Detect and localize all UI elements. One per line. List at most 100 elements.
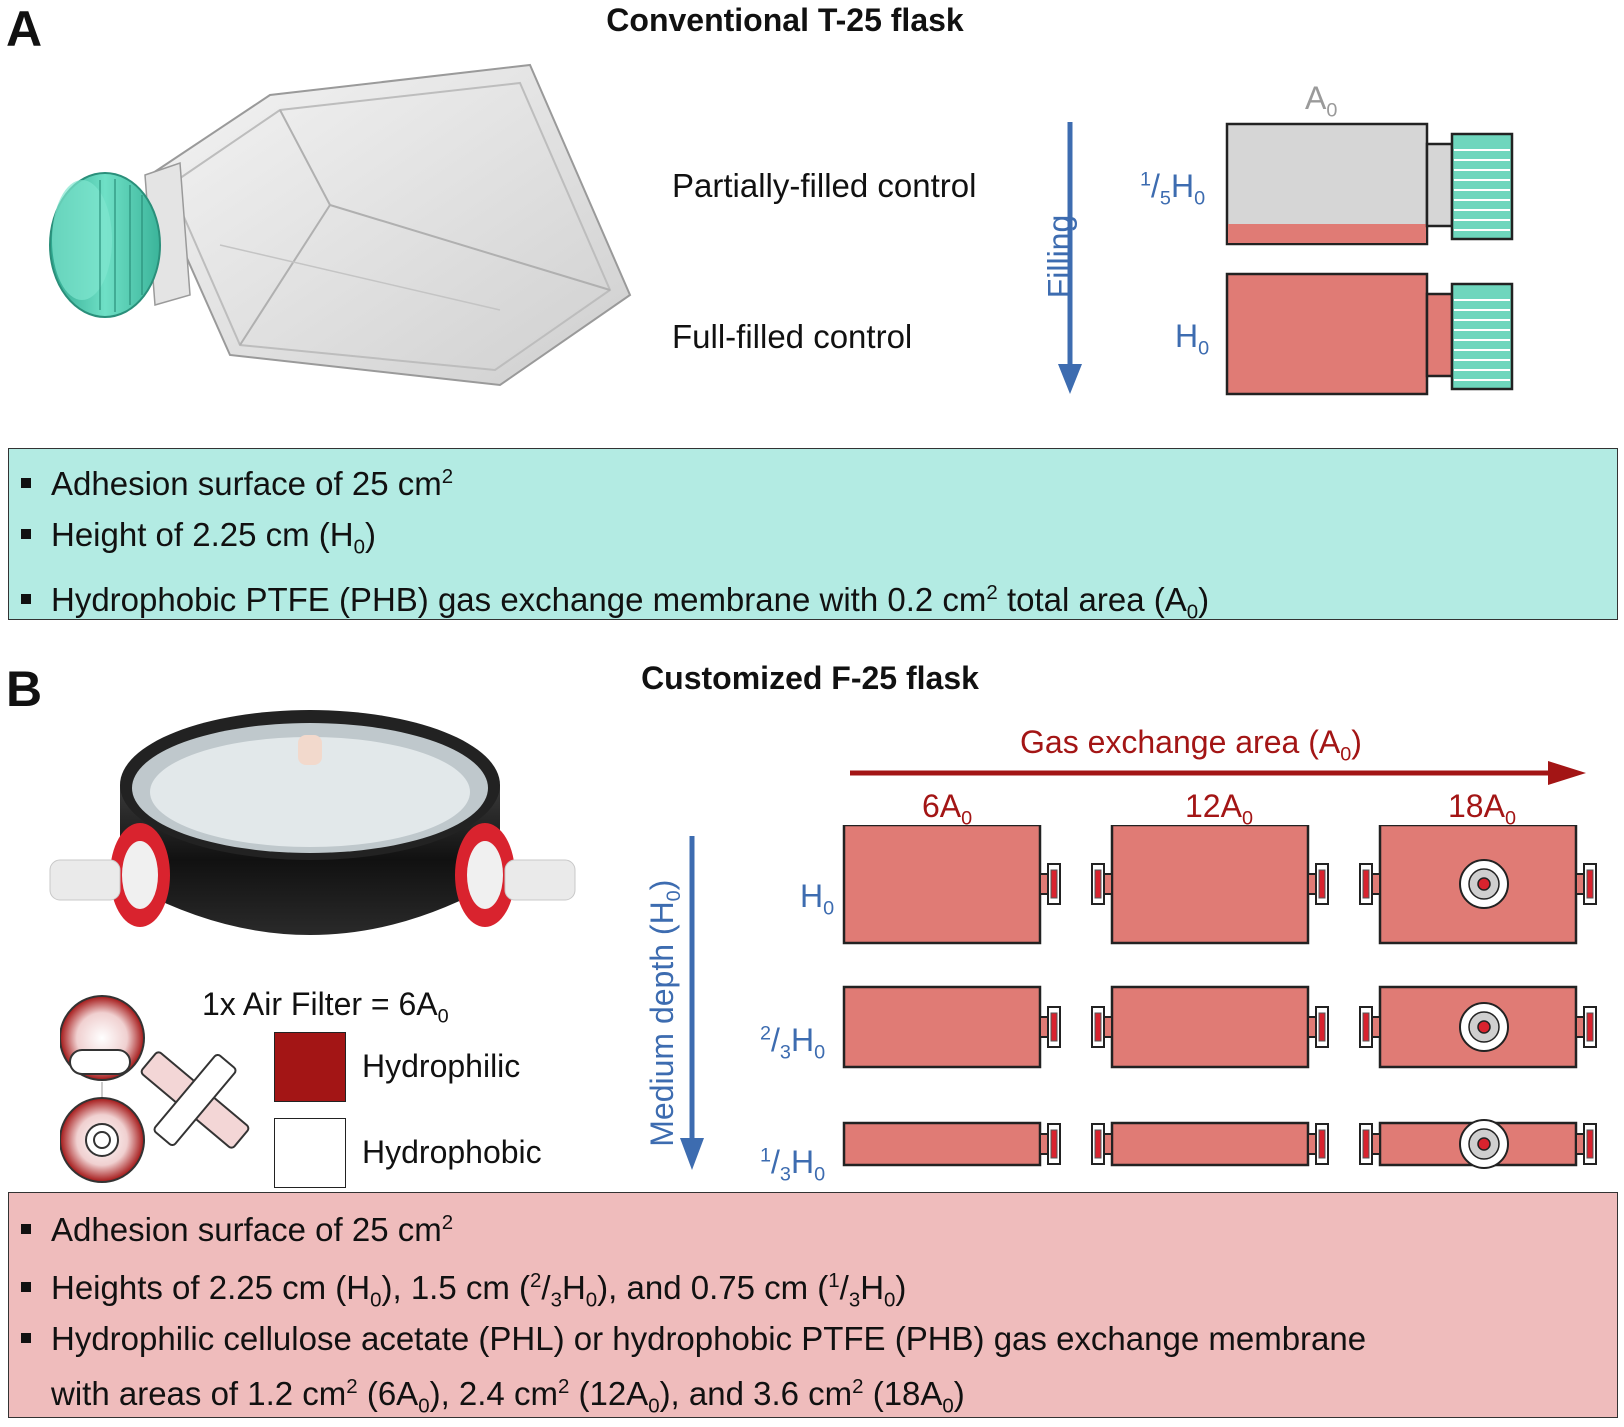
info-b-text: (12A: [569, 1375, 649, 1412]
info-b-text: (6A: [357, 1375, 419, 1412]
medium-depth-text: Medium depth (H: [643, 901, 680, 1147]
info-b-text: /: [839, 1269, 849, 1306]
info-b-text: Adhesion surface of 25 cm: [51, 1211, 442, 1248]
partial-height-base: H: [1170, 168, 1195, 204]
medium-depth-text: ): [643, 879, 680, 891]
t25-flask-illustration: [49, 63, 632, 387]
panel-b-info-line: Heights of 2.25 cm (H0), 1.5 cm (2/3H0),…: [9, 1261, 906, 1321]
info-b-sup: 1: [828, 1269, 840, 1292]
row-label-denominator: 3: [779, 1163, 791, 1186]
filling-arrow: [1058, 122, 1082, 394]
flask-neck: [1575, 873, 1585, 895]
row-label-sub: 0: [823, 897, 835, 920]
medium-depth-label: Medium depth (H0): [644, 863, 686, 1163]
flask-neck: [1103, 873, 1113, 895]
row-label-sup: 2: [760, 1022, 772, 1045]
filter-legend-label: 1x Air Filter = 6A0: [202, 986, 449, 1028]
panel-b-info-box: Adhesion surface of 25 cm2 Heights of 2.…: [8, 1192, 1618, 1418]
info-b-text: ): [953, 1375, 965, 1412]
bullet-icon: [21, 1282, 31, 1293]
gas-exchange-label: Gas exchange area (A0): [1020, 724, 1362, 766]
info-a-text: total area (A: [997, 581, 1187, 618]
info-b-sup: 2: [346, 1375, 358, 1398]
filter-port-membrane: [1050, 1129, 1058, 1159]
row-label-base: H: [790, 1144, 815, 1180]
info-b-sub: 3: [848, 1288, 861, 1312]
row-label-1-3-h0: 1/3H0: [760, 1144, 825, 1186]
flask-neck: [1103, 1016, 1113, 1038]
info-b-sub: 3: [550, 1288, 562, 1312]
filter-port-membrane: [1094, 869, 1102, 899]
info-b-text: ): [895, 1269, 907, 1306]
flask-neck: [1575, 1016, 1585, 1038]
filter-legend-text: 1x Air Filter = 6A: [202, 986, 438, 1022]
info-b-text: H: [860, 1269, 885, 1306]
panel-b-info-line: Adhesion surface of 25 cm2: [9, 1203, 453, 1250]
full-height-sub: 0: [1198, 337, 1210, 360]
bullet-icon: [21, 529, 31, 540]
info-b-sub: 0: [648, 1394, 660, 1418]
column-label-text: 6A: [922, 788, 962, 824]
bullet-icon: [21, 594, 31, 605]
filter-port-membrane: [1586, 869, 1594, 899]
panel-b-info-line: Hydrophilic cellulose acetate (PHL) or h…: [9, 1319, 1366, 1359]
filter-port-membrane: [1318, 1012, 1326, 1042]
column-label-sub: 0: [1504, 807, 1516, 830]
info-b-text: with areas of 1.2 cm: [51, 1375, 347, 1412]
info-b-text: (18A: [863, 1375, 943, 1412]
column-label-18a0: 18A0: [1448, 788, 1516, 830]
row-label-base: H: [800, 878, 824, 914]
panel-a-info-line: Hydrophobic PTFE (PHB) gas exchange memb…: [9, 573, 1209, 633]
column-label-6a0: 6A0: [922, 788, 972, 830]
row-label-slash: /: [771, 1144, 780, 1180]
info-b-text: /: [541, 1269, 551, 1306]
partial-height-sup: 1: [1140, 168, 1152, 191]
gas-exchange-text: Gas exchange area (A: [1020, 724, 1341, 760]
info-b-sub: 0: [370, 1288, 382, 1312]
info-b-text: Heights of 2.25 cm (H: [51, 1269, 371, 1306]
column-label-text: 18A: [1448, 788, 1505, 824]
gas-exchange-text: ): [1351, 724, 1362, 760]
panel-letter-a: A: [6, 1, 43, 57]
info-b-sup: 2: [557, 1375, 570, 1398]
filling-label: Filling: [1041, 214, 1078, 299]
info-b-sub: 0: [418, 1394, 430, 1418]
filter-port-membrane: [1362, 1129, 1370, 1159]
flask-body: [1110, 985, 1310, 1069]
row-label-2-3-h0: 2/3H0: [760, 1022, 825, 1064]
filter-port-membrane: [1318, 869, 1326, 899]
top-filter-center: [1477, 877, 1491, 891]
full-flask-diagram: [1225, 272, 1514, 396]
filter-port-membrane: [1362, 869, 1370, 899]
row-label-h0: H0: [800, 878, 834, 920]
column-label-12a0: 12A0: [1185, 788, 1253, 830]
info-b-sub: 0: [942, 1394, 954, 1418]
panel-a-title: Conventional T-25 flask: [606, 2, 964, 38]
info-b-text: Hydrophilic cellulose acetate (PHL) or h…: [51, 1320, 1367, 1357]
info-b-text: ), and 0.75 cm (: [597, 1269, 829, 1306]
partial-height-slash: /: [1151, 168, 1160, 204]
flask-neck: [1575, 1133, 1585, 1155]
info-b-sup: 2: [530, 1269, 542, 1292]
hydrophobic-label: Hydrophobic: [362, 1134, 542, 1170]
filter-port-membrane: [1586, 1129, 1594, 1159]
medium-depth-arrow: [680, 836, 704, 1170]
flask-neck: [1371, 1133, 1381, 1155]
info-b-sup: 2: [852, 1375, 864, 1398]
flask-body: [842, 825, 1042, 945]
info-b-text: ), 2.4 cm: [429, 1375, 558, 1412]
info-b-sup: 2: [441, 1211, 454, 1234]
flask-neck: [1307, 1016, 1317, 1038]
filter-legend-sub: 0: [437, 1005, 449, 1028]
flask-neck: [1103, 1133, 1113, 1155]
filter-port-membrane: [1094, 1129, 1102, 1159]
row-label-sub: 0: [814, 1041, 826, 1064]
info-a-text: Hydrophobic PTFE (PHB) gas exchange memb…: [51, 581, 987, 618]
panel-b-title: Customized F-25 flask: [641, 660, 979, 696]
panel-a-info-line: Height of 2.25 cm (H0): [9, 515, 376, 568]
bullet-icon: [21, 478, 31, 489]
hydrophilic-label: Hydrophilic: [362, 1048, 521, 1084]
filter-port-membrane: [1318, 1129, 1326, 1159]
flask-neck: [1039, 1133, 1049, 1155]
flask-neck: [1371, 1016, 1381, 1038]
